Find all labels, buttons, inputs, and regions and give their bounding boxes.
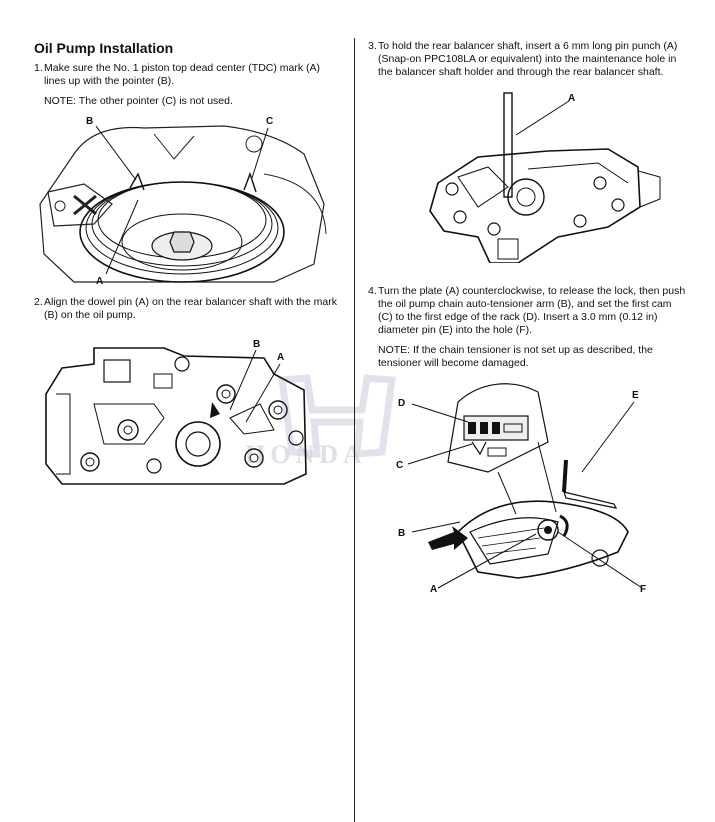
fig1-label-c: C <box>266 116 273 127</box>
step-2-number: 2. <box>34 296 43 308</box>
chain-tensioner-figure: D E C B A F <box>396 383 646 594</box>
fig4-label-a: A <box>430 584 437 594</box>
fig4-label-c: C <box>396 460 403 471</box>
fig2-label-a: A <box>277 352 284 363</box>
fig4-label-d: D <box>398 398 405 409</box>
step-4: 4. Turn the plate (A) counterclockwise, … <box>368 285 686 337</box>
fig4-label-e: E <box>632 390 639 401</box>
fig1-label-b: B <box>86 116 93 127</box>
oil-pump-figure: B A <box>45 339 307 485</box>
step-4-text: Turn the plate (A) counterclockwise, to … <box>378 285 686 336</box>
fig1-label-a: A <box>96 276 103 286</box>
step-4-note: NOTE: If the chain tensioner is not set … <box>378 344 653 369</box>
step-2: 2. Align the dowel pin (A) on the rear b… <box>34 296 342 322</box>
step-4-number: 4. <box>368 285 377 297</box>
fig2-label-b: B <box>253 339 260 350</box>
section-title: Oil Pump Installation <box>34 40 174 56</box>
column-divider <box>354 38 355 822</box>
step-1-text: Make sure the No. 1 piston top dead cent… <box>44 62 321 87</box>
step-1-number: 1. <box>34 62 43 74</box>
step-3-text: To hold the rear balancer shaft, insert … <box>378 40 678 78</box>
step-3: 3. To hold the rear balancer shaft, inse… <box>368 40 686 79</box>
step-1-note: NOTE: The other pointer (C) is not used. <box>44 95 233 107</box>
crank-pulley-figure: B C A <box>39 116 327 286</box>
right-column: 3. To hold the rear balancer shaft, inse… <box>368 40 686 594</box>
step-1: 1. Make sure the No. 1 piston top dead c… <box>34 62 342 88</box>
honda-watermark-text: HONDA <box>245 440 367 469</box>
fig4-label-f: F <box>640 584 646 594</box>
step-2-text: Align the dowel pin (A) on the rear bala… <box>44 296 337 321</box>
left-column: Oil Pump Installation 1. Make sure the N… <box>34 40 342 492</box>
fig3-label-a: A <box>568 93 575 104</box>
step-3-number: 3. <box>368 40 377 52</box>
honda-logo-watermark <box>278 374 396 458</box>
pin-punch-figure: A <box>429 92 661 263</box>
fig4-label-b: B <box>398 528 405 539</box>
